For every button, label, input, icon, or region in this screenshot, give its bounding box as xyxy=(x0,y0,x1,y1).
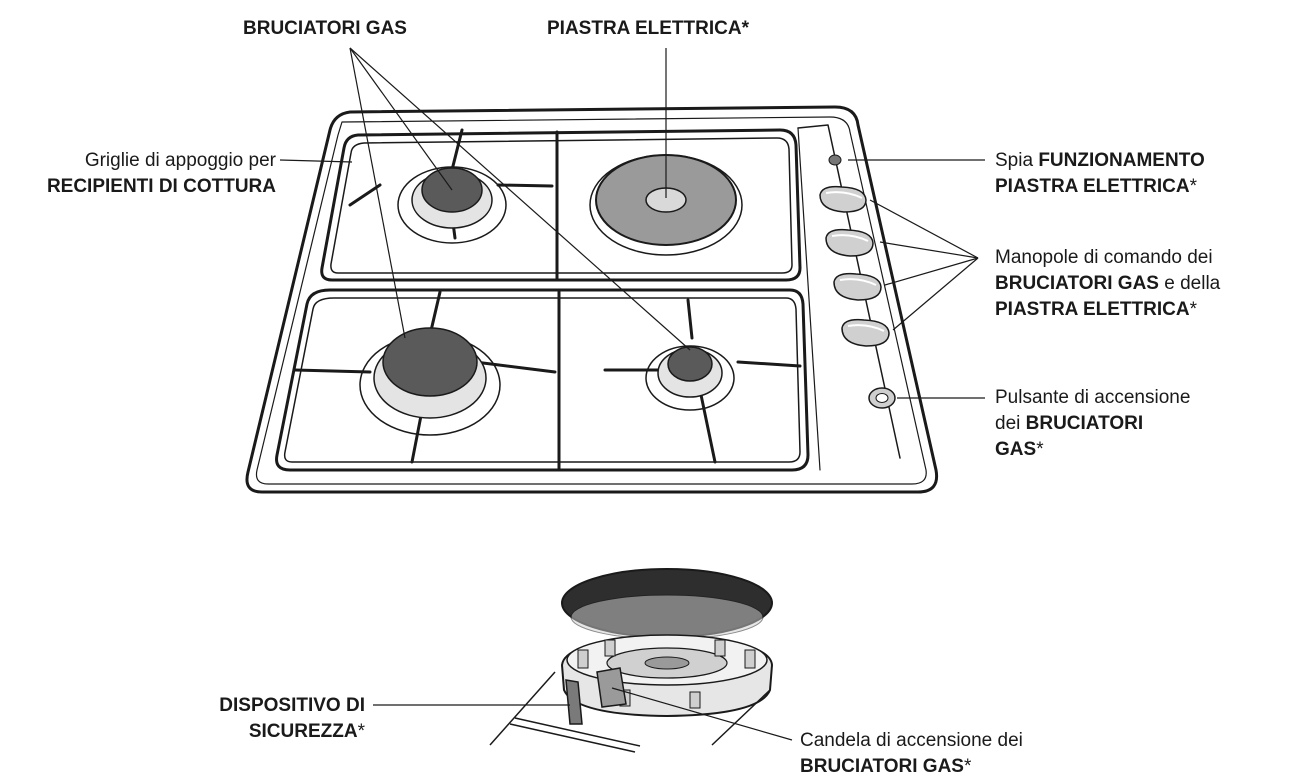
label-line-bold: BRUCIATORI xyxy=(1025,413,1144,434)
label-spark-plug: Candela di accensione dei BRUCIATORI GAS… xyxy=(800,728,1023,780)
burner-exploded-view xyxy=(489,568,774,753)
gas-burner-large xyxy=(359,327,501,436)
label-suffix: * xyxy=(1189,299,1197,320)
label-line: dei xyxy=(995,413,1026,434)
indicator-light-icon xyxy=(828,154,842,166)
label-suffix: * xyxy=(1036,439,1044,460)
label-line-bold: RECIPIENTI DI COTTURA xyxy=(46,176,276,197)
leader-lines xyxy=(279,47,985,741)
label-line-bold: PIASTRA ELETTRICA xyxy=(995,176,1190,197)
knob-2-icon xyxy=(825,228,874,257)
label-text: BRUCIATORI GAS xyxy=(243,18,407,39)
label-pan-support-grids: Griglie di appoggio per RECIPIENTI DI CO… xyxy=(8,148,276,200)
cooktop-hob xyxy=(245,105,939,494)
label-line: Spia xyxy=(995,150,1039,171)
label-safety-device: DISPOSITIVO DI SICUREZZA* xyxy=(100,693,365,745)
label-line-bold: SICUREZZA xyxy=(248,721,358,742)
knob-4-icon xyxy=(841,318,890,347)
control-panel xyxy=(819,154,896,409)
label-line-bold: FUNZIONAMENTO xyxy=(1038,150,1205,171)
label-ignition-button: Pulsante di accensione dei BRUCIATORI GA… xyxy=(995,385,1190,463)
gas-burner-small-top xyxy=(397,166,507,244)
label-line: Manopole di comando dei xyxy=(995,247,1213,268)
label-indicator-light: Spia FUNZIONAMENTO PIASTRA ELETTRICA* xyxy=(995,148,1205,200)
ignition-button-icon xyxy=(868,387,896,409)
label-gas-burners-top: BRUCIATORI GAS xyxy=(243,16,407,42)
label-line-bold: BRUCIATORI GAS xyxy=(800,756,964,777)
label-line: Pulsante di accensione xyxy=(995,387,1191,408)
label-line: Griglie di appoggio per xyxy=(84,150,276,171)
knob-1-icon xyxy=(819,185,867,213)
knob-3-icon xyxy=(833,272,882,301)
label-electric-plate-top: PIASTRA ELETTRICA* xyxy=(547,16,749,42)
label-line-bold: DISPOSITIVO DI xyxy=(219,695,365,716)
label-suffix: * xyxy=(357,721,365,742)
label-suffix: * xyxy=(1189,176,1197,197)
label-suffix: * xyxy=(963,756,972,777)
gas-burner-small-bottom xyxy=(645,345,735,411)
label-line: Candela di accensione dei xyxy=(800,730,1023,751)
label-line-bold: GAS xyxy=(995,439,1037,460)
label-line-bold: PIASTRA ELETTRICA xyxy=(995,299,1190,320)
label-text: PIASTRA ELETTRICA* xyxy=(547,18,749,39)
label-suffix: e della xyxy=(1158,273,1221,294)
pan-support-grids xyxy=(275,128,810,472)
label-line-bold: BRUCIATORI GAS xyxy=(995,273,1159,294)
label-control-knobs: Manopole di comando dei BRUCIATORI GAS e… xyxy=(995,245,1220,323)
